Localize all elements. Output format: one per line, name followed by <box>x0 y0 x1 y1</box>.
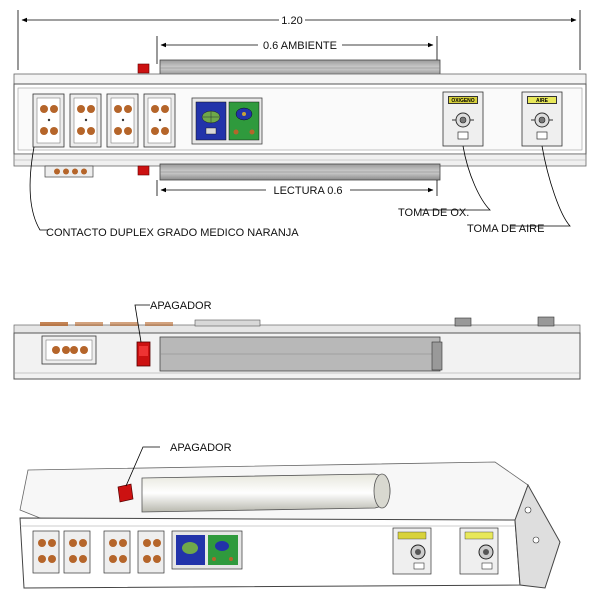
dimension-ambient: 0.6 AMBIENTE <box>156 36 438 64</box>
front-view: OXIGENO AIRE <box>13 59 587 181</box>
total-width-label: 1.20 <box>281 15 302 27</box>
reading-width-label: LECTURA 0.6 <box>273 185 342 197</box>
dimension-reading: LECTURA 0.6 <box>156 180 438 197</box>
duplex-outlet-icon <box>106 93 139 148</box>
isometric-view: APAGADOR <box>19 442 561 589</box>
air-outlet-callout: TOMA DE AIRE <box>467 223 544 235</box>
rocker-switch-icon <box>137 63 150 74</box>
duplex-outlets-front <box>32 93 176 148</box>
switch-iso-callout: APAGADOR <box>170 442 232 454</box>
duplex-outlet-callout: CONTACTO DUPLEX GRADO MEDICO NARANJA <box>46 227 299 239</box>
rocker-switch-icon <box>117 483 134 503</box>
air-outlet-iso <box>459 527 499 575</box>
data-panel <box>191 97 263 145</box>
light-fixture-icon <box>141 473 391 513</box>
rocker-switch-icon <box>137 165 150 176</box>
duplex-outlet-icon <box>143 93 176 148</box>
switch-side-callout: APAGADOR <box>150 300 212 312</box>
air-tag: AIRE <box>536 98 549 104</box>
air-outlet-front: AIRE <box>521 91 563 147</box>
oxygen-outlet-front: OXIGENO <box>442 91 484 147</box>
oxygen-tag: OXIGENO <box>451 98 474 104</box>
ambient-width-label: 0.6 AMBIENTE <box>263 40 337 52</box>
duplex-outlet-icon <box>32 93 65 148</box>
dimension-total: 1.20 <box>17 10 581 70</box>
duplex-outlets-iso <box>32 530 165 574</box>
oxygen-outlet-iso <box>392 527 432 575</box>
duplex-outlet-icon <box>69 93 102 148</box>
side-view: APAGADOR <box>13 300 581 380</box>
data-panel-iso <box>171 530 243 570</box>
callouts-front: TOMA DE OX. TOMA DE AIRE CONTACTO DUPLEX… <box>29 145 571 239</box>
oxygen-outlet-callout: TOMA DE OX. <box>398 207 469 219</box>
